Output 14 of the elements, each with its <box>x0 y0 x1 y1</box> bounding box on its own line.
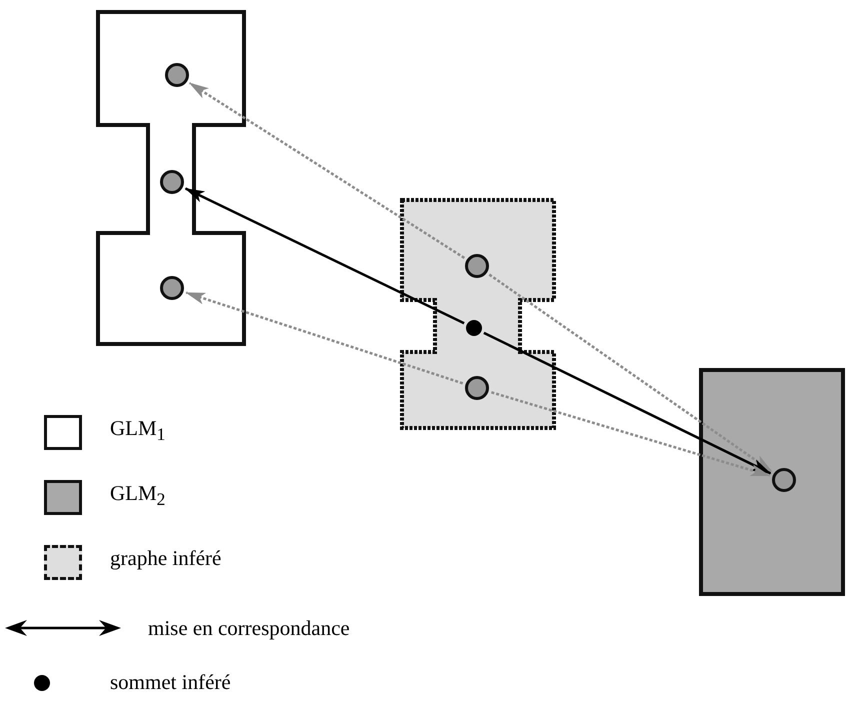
graph-shape <box>400 198 556 430</box>
graph-square <box>699 368 845 596</box>
legend-label: graphe inféré <box>110 548 222 569</box>
legend-label: GLM$_{1}$ <box>110 418 166 444</box>
legend-label: sommet inféré <box>110 672 231 693</box>
legend-label: GLM$_{2}$ <box>110 483 166 509</box>
graph-shape <box>96 10 246 346</box>
legend-label: mise en correspondance <box>148 618 350 639</box>
correspondence-arrow <box>188 82 466 259</box>
correspondence-arrow <box>483 332 772 475</box>
correspondence-arrow <box>491 391 771 477</box>
correspondence-arrow <box>185 291 464 385</box>
correspondence-arrow <box>184 187 465 324</box>
correspondence-arrow <box>488 274 773 472</box>
